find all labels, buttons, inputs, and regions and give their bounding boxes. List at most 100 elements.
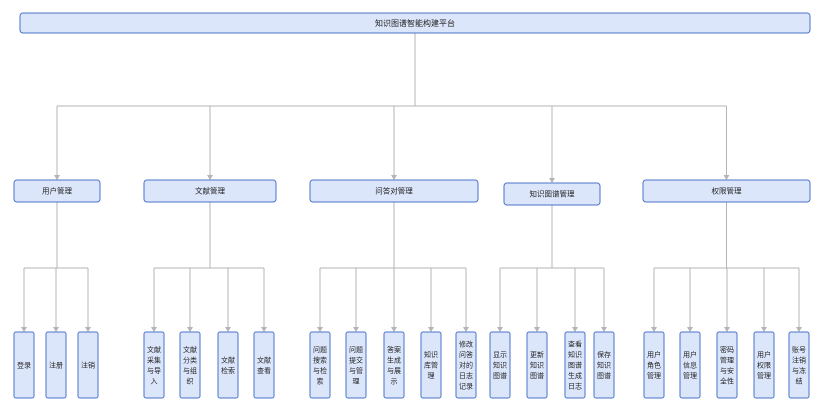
leaf-label-line: 采集 xyxy=(147,355,161,364)
leaf-label-line: 图谱 xyxy=(597,371,611,380)
module-label: 知识图谱管理 xyxy=(530,189,575,199)
leaf-arrow xyxy=(428,327,434,332)
leaf-arrow xyxy=(317,327,323,332)
leaf-arrow xyxy=(463,327,469,332)
leaf-node xyxy=(383,331,405,399)
leaf-label-line: 检索 xyxy=(221,366,235,375)
leaf-node xyxy=(45,331,67,399)
leaf-node xyxy=(679,331,701,399)
module-arrow xyxy=(549,178,555,183)
leaf-node xyxy=(716,331,738,399)
module-label: 文献管理 xyxy=(195,186,225,196)
leaf-label-line: 生成 xyxy=(387,355,401,364)
leaf-node xyxy=(420,331,442,399)
leaf-label-line: 注册 xyxy=(49,361,63,370)
module-label: 权限管理 xyxy=(712,186,742,196)
module-node-1 xyxy=(13,179,101,203)
leaf-arrow xyxy=(391,327,397,332)
leaf-node xyxy=(455,331,477,399)
leaf-arrow xyxy=(497,327,503,332)
leaf-label-line: 知识 xyxy=(568,350,582,359)
leaf-arrow xyxy=(651,327,657,332)
leaf-label-line: 管理 xyxy=(647,371,661,380)
leaf-node xyxy=(345,331,367,399)
leaf-node xyxy=(143,331,165,399)
leaf-label-line: 文献 xyxy=(221,355,235,364)
leaf-arrow xyxy=(724,327,730,332)
leaf-arrow xyxy=(187,327,193,332)
leaf-arrow xyxy=(21,327,27,332)
leaf-label-line: 文献 xyxy=(147,345,161,354)
leaf-label-line: 库管 xyxy=(424,361,438,370)
leaf-label-line: 入 xyxy=(151,377,158,385)
leaf-label-line: 与组 xyxy=(183,366,197,375)
leaf-label-line: 用户 xyxy=(647,350,661,359)
leaf-label-line: 文献 xyxy=(183,345,197,354)
module-arrow xyxy=(723,175,730,180)
leaf-label-line: 问题 xyxy=(349,346,363,354)
leaf-label-line: 知识 xyxy=(424,350,438,359)
leaf-arrow xyxy=(85,327,91,332)
leaf-node xyxy=(526,331,548,399)
module-arrow xyxy=(207,175,213,180)
leaf-label-line: 织 xyxy=(187,376,194,385)
leaf-label-line: 管理 xyxy=(757,371,771,380)
leaf-label-line: 用户 xyxy=(757,350,771,359)
leaf-arrow xyxy=(151,327,157,332)
leaf-arrow xyxy=(225,327,231,332)
leaf-node xyxy=(564,331,586,399)
leaf-arrow xyxy=(687,327,693,332)
module-node-5 xyxy=(642,179,811,203)
leaf-label-line: 信息 xyxy=(683,361,697,370)
leaf-label-line: 搜索 xyxy=(313,355,327,364)
leaf-node xyxy=(253,331,275,399)
leaf-label-line: 文献 xyxy=(257,355,271,364)
root-node xyxy=(19,12,811,34)
module-node-4 xyxy=(503,182,601,206)
leaf-label-line: 索 xyxy=(317,376,324,385)
leaf-label-line: 问题 xyxy=(313,346,327,354)
leaf-arrow xyxy=(534,327,540,332)
leaf-node xyxy=(217,331,239,399)
module-arrow xyxy=(54,175,60,180)
leaf-label-line: 密码 xyxy=(720,345,734,354)
leaf-arrow xyxy=(353,327,359,332)
leaf-label-line: 示 xyxy=(391,377,398,385)
leaf-label-line: 全性 xyxy=(720,376,734,385)
leaf-arrow xyxy=(796,327,802,332)
module-node-3 xyxy=(309,179,479,203)
leaf-label-line: 与检 xyxy=(313,366,327,375)
leaf-label-line: 知识 xyxy=(597,361,611,370)
leaf-label-line: 分类 xyxy=(183,355,197,364)
module-label: 问答对管理 xyxy=(375,186,413,196)
leaf-label-line: 图谱 xyxy=(568,361,582,370)
leaf-label-line: 提交 xyxy=(349,355,363,364)
leaf-label-line: 管理 xyxy=(720,355,734,364)
leaf-label-line: 权限 xyxy=(757,361,771,370)
leaf-label-line: 日志 xyxy=(459,371,473,380)
leaf-label-line: 知识 xyxy=(493,361,507,370)
leaf-label-line: 与管 xyxy=(349,366,363,375)
module-node-2 xyxy=(143,179,277,203)
leaf-node xyxy=(309,331,331,399)
leaf-node xyxy=(643,331,665,399)
leaf-label-line: 理 xyxy=(428,372,435,380)
leaf-node xyxy=(788,331,810,399)
leaf-label-line: 结 xyxy=(796,376,803,385)
leaf-label-line: 图谱 xyxy=(530,371,544,380)
leaf-label-line: 答案 xyxy=(387,345,401,354)
leaf-label-line: 保存 xyxy=(597,350,611,359)
leaf-label-line: 理 xyxy=(353,377,360,385)
nodes: 知识图谱智能构建平台用户管理登录注册注销文献管理文献采集与导入文献分类与组织文献… xyxy=(13,12,811,399)
leaf-node xyxy=(753,331,775,399)
leaf-node xyxy=(489,331,511,399)
leaf-label-line: 查看 xyxy=(568,340,582,349)
leaf-label-line: 与导 xyxy=(147,367,161,375)
leaf-label-line: 生成 xyxy=(568,371,582,380)
leaf-label-line: 记录 xyxy=(459,383,473,391)
leaf-node xyxy=(77,331,99,399)
leaf-node xyxy=(593,331,615,399)
leaf-label-line: 登录 xyxy=(17,361,31,370)
leaf-label-line: 更新 xyxy=(530,350,544,359)
